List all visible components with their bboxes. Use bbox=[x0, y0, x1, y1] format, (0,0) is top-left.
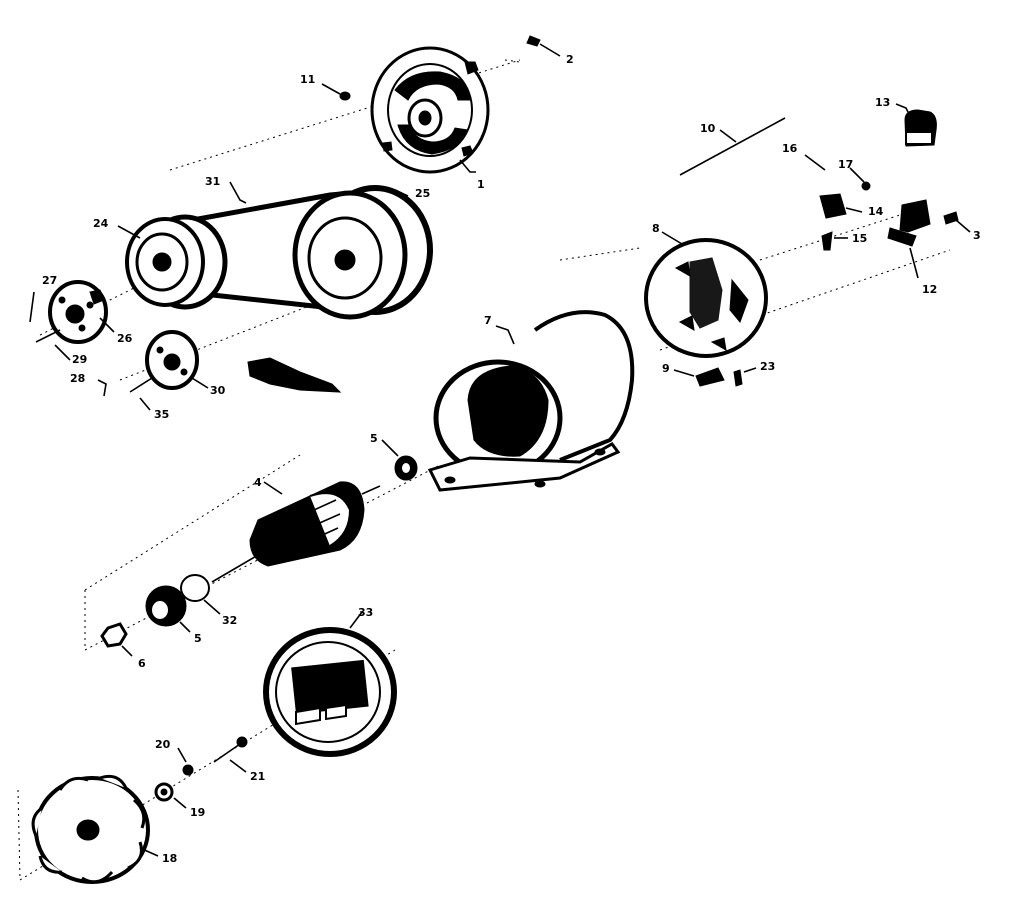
part-19-bushing bbox=[154, 782, 187, 809]
callout-32: 32 bbox=[222, 614, 237, 627]
part-8-end-shield bbox=[644, 238, 768, 358]
callout-11: 11 bbox=[300, 73, 315, 86]
part-14-switch bbox=[819, 193, 863, 219]
part-29-shaft bbox=[35, 329, 71, 361]
part-26-flange bbox=[48, 280, 108, 344]
part-23-clip bbox=[733, 367, 757, 387]
part-12-switch-box bbox=[887, 199, 931, 279]
part-5-bearing-upper bbox=[381, 439, 418, 481]
part-32-washer bbox=[180, 574, 221, 615]
part-17-screw bbox=[849, 167, 871, 191]
part-21-bolt bbox=[213, 736, 248, 773]
part-wire-clip bbox=[247, 357, 342, 393]
callout-9: 9 bbox=[662, 362, 670, 375]
part-6-nut bbox=[100, 622, 133, 657]
callout-27: 27 bbox=[42, 274, 57, 287]
callout-5: 5 bbox=[370, 432, 378, 445]
part-33-end-bell bbox=[263, 627, 397, 757]
callout-28: 28 bbox=[70, 372, 85, 385]
callout-12: 12 bbox=[922, 283, 937, 296]
part-3-screw bbox=[943, 211, 971, 233]
part-5-bearing-lower bbox=[145, 585, 191, 633]
part-24-small-pulley bbox=[125, 214, 228, 310]
callout-25: 25 bbox=[415, 187, 430, 200]
callout-23: 23 bbox=[760, 360, 775, 373]
part-28-pin bbox=[97, 377, 153, 397]
callout-3: 3 bbox=[973, 229, 981, 242]
callout-35: 35 bbox=[154, 408, 169, 421]
part-15-terminal bbox=[821, 231, 848, 251]
part-9-wick bbox=[673, 367, 725, 387]
callout-6: 6 bbox=[138, 657, 146, 670]
callout-21: 21 bbox=[250, 770, 265, 783]
part-13-capacitor bbox=[904, 109, 937, 147]
part-7-stator-frame bbox=[427, 310, 635, 492]
callout-1: 1 bbox=[477, 178, 485, 191]
callout-20: 20 bbox=[155, 738, 171, 751]
part-2-screw bbox=[526, 35, 561, 57]
callout-29: 29 bbox=[72, 353, 87, 366]
callout-24: 24 bbox=[93, 217, 109, 230]
callout-8: 8 bbox=[652, 222, 660, 235]
part-18-fan bbox=[31, 774, 150, 884]
callout-14: 14 bbox=[868, 205, 884, 218]
callout-19: 19 bbox=[190, 806, 205, 819]
callout-31: 31 bbox=[205, 175, 220, 188]
callout-15: 15 bbox=[852, 232, 867, 245]
part-20-washer bbox=[177, 747, 194, 776]
callout-17: 17 bbox=[838, 158, 853, 171]
callout-10: 10 bbox=[700, 122, 716, 135]
callout-18: 18 bbox=[162, 852, 177, 865]
part-4-rotor bbox=[211, 481, 381, 583]
callout-13: 13 bbox=[875, 96, 890, 109]
callout-30: 30 bbox=[210, 384, 226, 397]
part-25-large-pulley bbox=[292, 185, 433, 320]
callout-2: 2 bbox=[566, 53, 574, 66]
callout-4: 4 bbox=[254, 476, 262, 489]
callout-7: 7 bbox=[484, 314, 492, 327]
part-1-fan-guard bbox=[370, 46, 490, 174]
part-11-screw bbox=[321, 83, 351, 101]
callout-26: 26 bbox=[117, 332, 133, 345]
part-30-small-flange bbox=[145, 330, 199, 390]
callout-33: 33 bbox=[358, 606, 373, 619]
part-10-rod bbox=[679, 117, 786, 176]
callout-16: 16 bbox=[782, 142, 798, 155]
callout-5b: 5 bbox=[194, 632, 202, 645]
